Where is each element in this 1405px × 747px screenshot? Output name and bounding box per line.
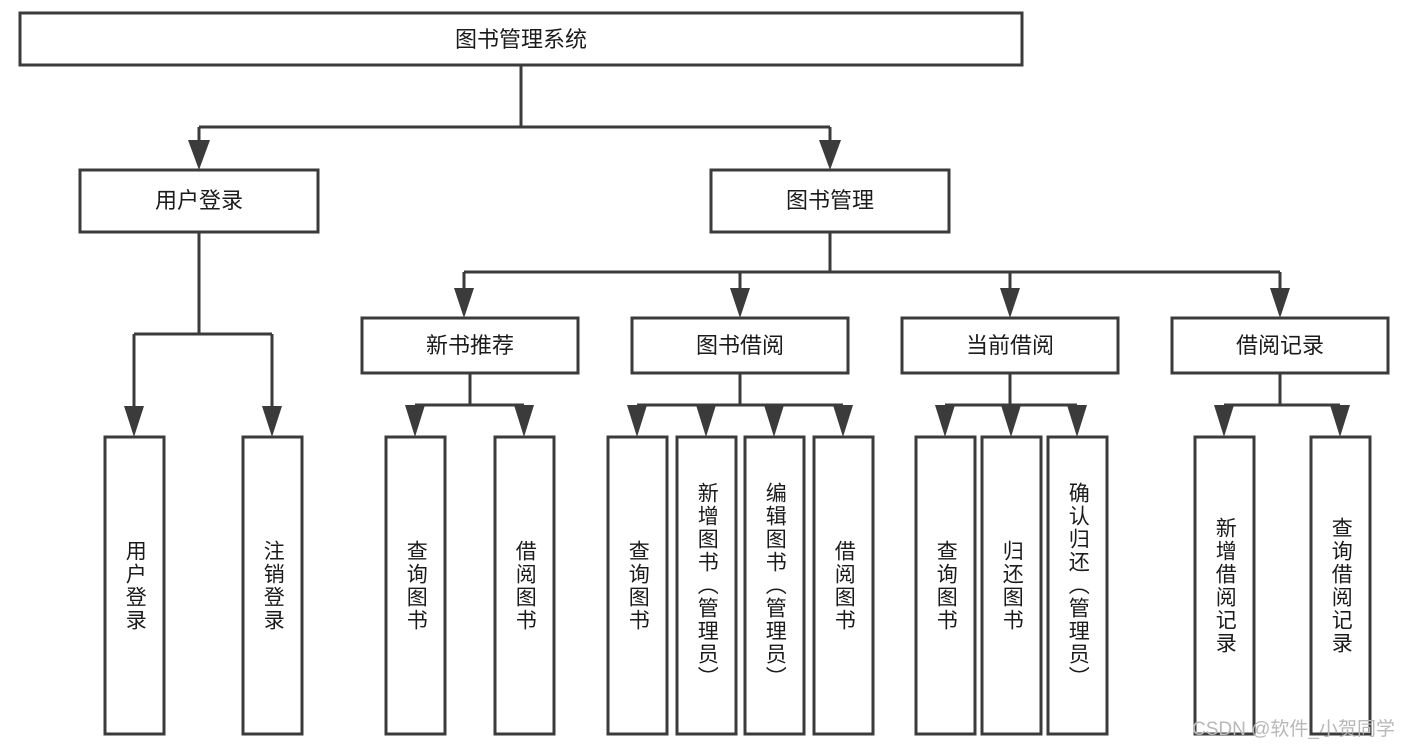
connector-group-book-manage	[454, 232, 1290, 318]
arrow-head-nb-leaf-1	[405, 405, 425, 437]
node-box-leaf-book-borrow-2[interactable]	[675, 435, 738, 736]
node-box-current-borrow[interactable]	[900, 316, 1120, 375]
node-box-root[interactable]	[18, 11, 1024, 67]
arrow-head-bb-leaf-3	[764, 405, 784, 437]
arrow-head-ul-leaf-1	[124, 406, 144, 437]
connector-group-new-book	[405, 373, 534, 437]
node-box-leaf-current-borrow-3[interactable]	[1046, 435, 1109, 736]
arrow-head-borrow-record	[1270, 288, 1290, 318]
arrow-head-bb-leaf-4	[833, 405, 853, 437]
connector-group-user-login	[124, 232, 282, 437]
node-label-new-book-recommend: 新书推荐	[426, 333, 514, 358]
arrow-head-current-borrow	[1000, 288, 1020, 318]
node-box-leaf-current-borrow-1[interactable]	[914, 435, 977, 736]
arrow-head-cb-leaf-1	[935, 405, 955, 437]
node-box-leaf-borrow-record-1[interactable]	[1193, 435, 1256, 736]
arrow-head-br-leaf-2	[1330, 405, 1350, 437]
node-box-book-borrow[interactable]	[630, 316, 850, 375]
arrow-head-book-manage	[819, 140, 841, 170]
node-label-current-borrow: 当前借阅	[966, 333, 1054, 358]
node-box-leaf-book-borrow-1[interactable]	[606, 435, 669, 736]
node-box-leaf-user-login-1[interactable]	[103, 435, 166, 736]
node-box-leaf-book-borrow-4[interactable]	[812, 435, 875, 736]
node-box-leaf-new-book-1[interactable]	[384, 435, 447, 736]
node-box-leaf-book-borrow-3[interactable]	[743, 435, 806, 736]
node-box-leaf-borrow-record-2[interactable]	[1309, 435, 1372, 736]
node-box-leaf-current-borrow-2[interactable]	[980, 435, 1043, 736]
arrow-head-ul-leaf-2	[262, 406, 282, 437]
node-label-book-borrow: 图书借阅	[696, 333, 784, 358]
node-box-borrow-record[interactable]	[1170, 316, 1390, 375]
arrow-head-cb-leaf-2	[1001, 405, 1021, 437]
connector-group-borrow-record	[1214, 373, 1350, 437]
arrow-head-nb-leaf-2	[514, 405, 534, 437]
arrow-head-bb-leaf-2	[696, 405, 716, 437]
arrow-head-bb-leaf-1	[627, 405, 647, 437]
connector-group-root	[188, 65, 841, 170]
node-label-book-manage: 图书管理	[786, 188, 874, 213]
connector-group-current-borrow	[935, 373, 1087, 437]
node-box-leaf-new-book-2[interactable]	[493, 435, 556, 736]
arrow-head-user-login	[188, 140, 210, 170]
arrow-head-book-borrow	[730, 288, 750, 318]
node-label-borrow-record: 借阅记录	[1236, 333, 1324, 358]
connector-group-book-borrow	[627, 373, 853, 437]
node-box-user-login[interactable]	[78, 168, 320, 234]
arrow-head-cb-leaf-3	[1067, 405, 1087, 437]
node-box-book-manage[interactable]	[709, 168, 951, 234]
node-label-user-login: 用户登录	[155, 188, 243, 213]
node-label-root: 图书管理系统	[455, 27, 587, 52]
node-box-leaf-user-login-2[interactable]	[241, 435, 304, 736]
arrow-head-br-leaf-1	[1214, 405, 1234, 437]
node-box-new-book-recommend[interactable]	[360, 316, 580, 375]
arrow-head-new-book	[454, 288, 474, 318]
watermark-text: CSDN @软件_小贺同学	[1192, 719, 1395, 740]
